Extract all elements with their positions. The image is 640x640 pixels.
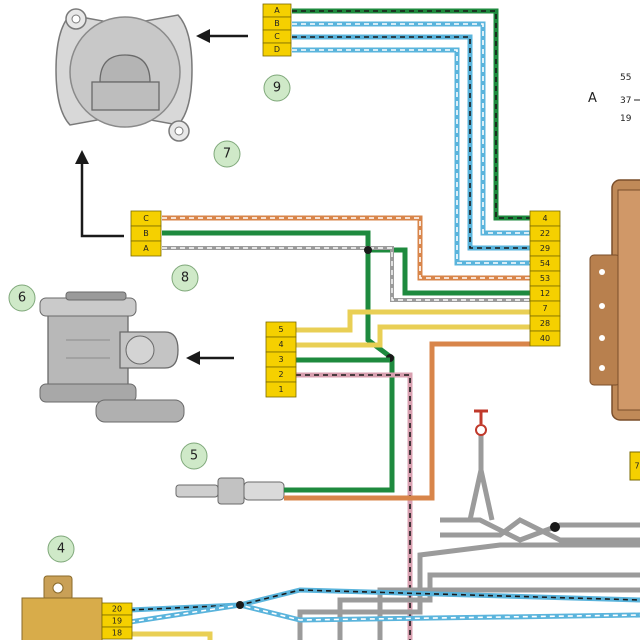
connector-maf-pin: 5 [265, 321, 297, 338]
fuse-icon [474, 409, 488, 436]
callout-9-label: 9 [273, 81, 281, 96]
connector-relay-pin: 20 [101, 602, 133, 616]
callout-6: 6 [8, 284, 36, 312]
connector-8-pin-label: A [143, 244, 149, 253]
connector-8-pin: A [130, 240, 162, 257]
callout-8-label: 8 [181, 271, 189, 286]
callout-7-label: 7 [223, 147, 231, 162]
connector-ecu-pin: 22 [529, 225, 561, 242]
ecu-block [589, 179, 640, 421]
callout-4-label: 4 [57, 542, 65, 557]
connector-maf-pin-label: 2 [278, 370, 283, 379]
connector-9-pin-label: D [274, 45, 280, 54]
connector-8-pin-cell [130, 240, 162, 257]
connector-relay: 20 19 18 [101, 602, 133, 640]
wire-layer [129, 8, 640, 640]
side-note-letter: A [588, 91, 597, 106]
connector-ecu-pin-label: 28 [540, 319, 550, 328]
connector-ecu-pin: 53 [529, 270, 561, 287]
connector-maf-pin-cell [265, 381, 297, 398]
connector-9-pin: A [262, 3, 292, 18]
connector-8-pin-label: C [143, 214, 149, 223]
sensor-7-body [55, 8, 193, 142]
connector-relay-pin-label: 19 [112, 617, 122, 626]
connector-maf-pin-label: 1 [278, 385, 283, 394]
connector-relay-pin-label: 18 [112, 629, 122, 638]
connector-maf-pin: 1 [265, 381, 297, 398]
connector-relay-pin: 19 [101, 614, 133, 628]
connector-ecu-pin-cell [529, 330, 561, 347]
connector-maf: 5 4 3 2 1 [265, 321, 297, 398]
connector-relay-pin-label: 20 [112, 605, 122, 614]
connector-ecu-pin-label: 22 [540, 229, 550, 238]
connector-9-pin-label: C [274, 32, 280, 41]
connector-maf-pin-label: 5 [278, 325, 283, 334]
connector-ecu-pin: 28 [529, 315, 561, 332]
callout-8: 8 [171, 264, 199, 292]
callout-4: 4 [47, 535, 75, 563]
connector-maf-pin: 3 [265, 351, 297, 368]
connector-9-pin: B [262, 16, 292, 31]
connector-ecu-pin: 40 [529, 330, 561, 347]
side-note-line: 37 [620, 96, 631, 106]
connector-9-pin: C [262, 29, 292, 44]
connector-ecu-pin-label: 7 [542, 304, 547, 313]
callout-5: 5 [180, 442, 208, 470]
callout-6-label: 6 [18, 291, 26, 306]
connector-8-pin: B [130, 225, 162, 242]
connector-ecu-pin: 12 [529, 285, 561, 302]
connector-ecu-pin-label: 29 [540, 244, 550, 253]
connector-ecu-pin-label: 12 [540, 289, 550, 298]
connector-8-pin-label: B [143, 229, 149, 238]
connector-relay-pin-cell [101, 626, 133, 640]
connector-ecu-pin-label: 40 [540, 334, 550, 343]
side-note: A 55 37 19 [588, 73, 640, 124]
side-note-line: 19 [620, 114, 632, 124]
connector-9-pin: D [262, 42, 292, 57]
arrow-left-icon [186, 351, 234, 365]
connector-9-pin-label: B [274, 19, 280, 28]
connector-ecu-pin: 29 [529, 240, 561, 257]
temperature-sensor-5 [175, 477, 285, 505]
connector-maf-pin: 4 [265, 336, 297, 353]
arrow-left-icon [196, 29, 248, 43]
connector-ecu-pin: 7 [529, 300, 561, 317]
connector-ecu-pin: 54 [529, 255, 561, 272]
connector-relay-pin: 18 [101, 626, 133, 640]
connector-8-pin: C [130, 210, 162, 227]
callout-7: 7 [213, 140, 241, 168]
connector-ecu-pin-label: 4 [542, 214, 547, 223]
relay-4 [21, 575, 103, 640]
right-edge-pin: 7 [629, 451, 640, 481]
connector-9-pin-label: A [274, 6, 280, 15]
callout-5-label: 5 [190, 449, 198, 464]
side-note-line: 55 [620, 73, 631, 83]
connector-maf-pin: 2 [265, 366, 297, 383]
maf-sensor-6 [39, 291, 185, 423]
arrow-up-icon [75, 150, 124, 238]
connector-8: CBA [130, 210, 162, 257]
right-edge-pin-label: 7 [634, 462, 639, 471]
connector-9-pin-cell [262, 42, 292, 57]
connector-ecu: 4 22 29 54 53 12 7 28 40 [529, 210, 561, 347]
callout-9: 9 [263, 74, 291, 102]
connector-maf-pin-label: 4 [278, 340, 283, 349]
connector-ecu-pin-label: 53 [540, 274, 550, 283]
connector-ecu-pin-label: 54 [540, 259, 550, 268]
connector-ecu-pin: 4 [529, 210, 561, 227]
connector-maf-pin-label: 3 [278, 355, 283, 364]
